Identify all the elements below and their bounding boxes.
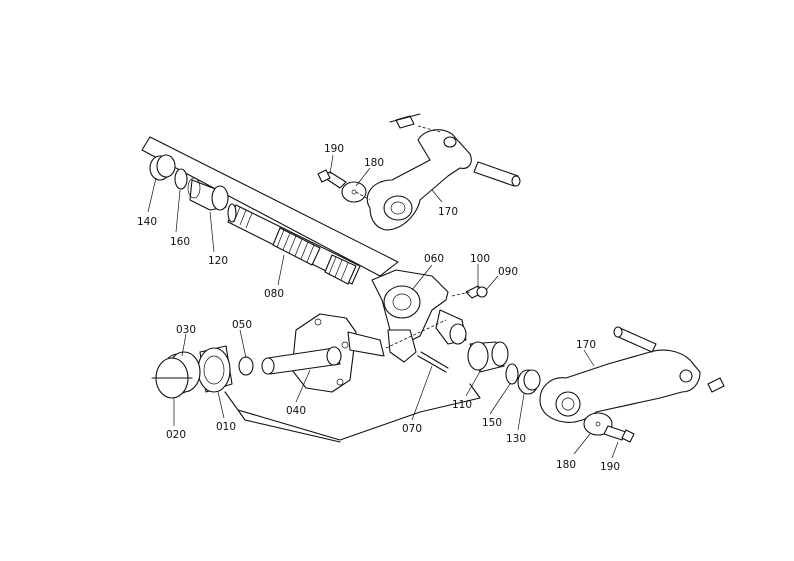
part-110-bush <box>467 341 509 373</box>
label-170-upper: 170 <box>438 206 458 218</box>
label-190-lower: 190 <box>600 461 620 473</box>
lower-base-plate <box>224 383 481 443</box>
label-090: 090 <box>498 266 518 278</box>
label-010: 010 <box>216 421 236 433</box>
part-170-lever-arm-lower <box>539 326 725 423</box>
label-120: 120 <box>208 255 228 267</box>
part-labels: 140 160 120 080 190 180 170 060 100 090 … <box>137 143 620 473</box>
label-140: 140 <box>137 216 157 228</box>
part-010-piston <box>197 345 233 393</box>
label-060: 060 <box>424 253 444 265</box>
part-040-cover-plate <box>261 313 385 393</box>
part-140-seal <box>149 154 176 181</box>
part-180-washer-upper <box>341 181 367 203</box>
part-120-bush <box>187 177 229 211</box>
label-050: 050 <box>232 319 252 331</box>
part-130-seal <box>517 369 541 395</box>
label-180-upper: 180 <box>364 157 384 169</box>
label-020: 020 <box>166 429 186 441</box>
label-040: 040 <box>286 405 306 417</box>
part-100-washer <box>451 291 471 297</box>
label-190-upper: 190 <box>324 143 344 155</box>
part-160-ring <box>174 168 188 190</box>
label-160: 160 <box>170 236 190 248</box>
part-070-pin <box>417 351 449 373</box>
label-170-lower: 170 <box>576 339 596 351</box>
label-150: 150 <box>482 417 502 429</box>
part-190-bolt-upper <box>317 169 347 189</box>
part-190-bolt-lower <box>603 425 635 443</box>
part-020-ring <box>151 357 193 399</box>
part-060-housing <box>371 269 467 363</box>
upper-base-plate <box>141 136 399 277</box>
part-180-washer-lower <box>583 412 613 436</box>
assembly-dashed-lines <box>355 191 447 349</box>
part-150-ring <box>505 363 519 385</box>
part-170-lever-arm-upper <box>366 113 521 231</box>
label-080: 080 <box>264 288 284 300</box>
label-070: 070 <box>402 423 422 435</box>
part-050-o-ring <box>238 356 254 376</box>
part-080-splined-shaft <box>227 203 361 285</box>
label-100: 100 <box>470 253 490 265</box>
part-090-bolt <box>465 285 488 299</box>
label-030: 030 <box>176 324 196 336</box>
label-110: 110 <box>452 399 472 411</box>
label-180-lower: 180 <box>556 459 576 471</box>
label-130: 130 <box>506 433 526 445</box>
leader-lines <box>147 154 619 459</box>
